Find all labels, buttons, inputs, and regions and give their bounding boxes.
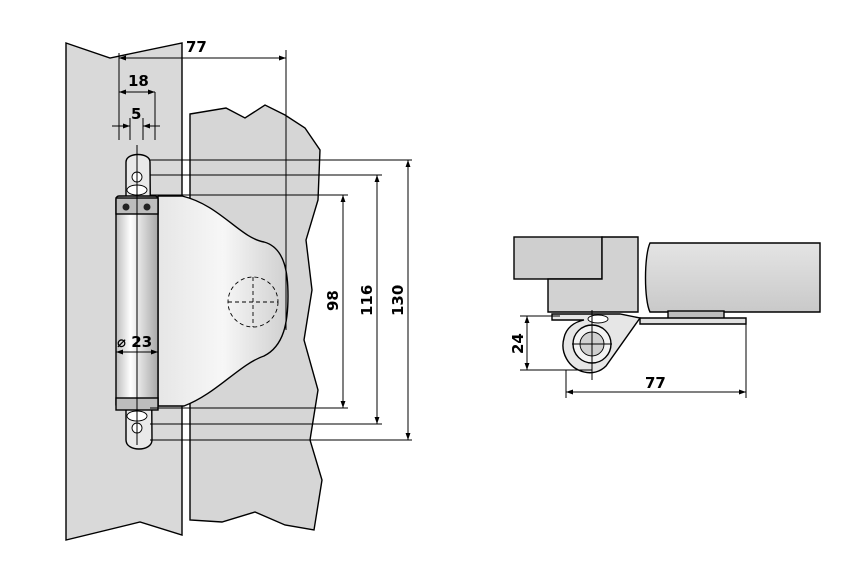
dim-diameter-23-label: ⌀ 23 — [117, 333, 152, 351]
hinge-door-leaf — [157, 195, 289, 407]
side-view: 24 77 — [509, 236, 821, 398]
frame-block — [513, 236, 603, 280]
dim-5-label: 5 — [131, 105, 141, 123]
dim-130-label: 130 — [389, 285, 407, 316]
door-panel — [644, 242, 821, 313]
dim-98-label: 98 — [324, 290, 342, 311]
front-view: 77 18 5 ⌀ 23 98 116 130 — [65, 38, 412, 541]
dim-77-side-label: 77 — [645, 374, 666, 392]
hinge-pin-top — [587, 314, 609, 324]
dim-24-label: 24 — [509, 333, 527, 354]
door-hinge-strip — [639, 317, 747, 325]
cap-screw-right-icon — [143, 203, 151, 211]
frame-body — [547, 236, 639, 313]
dim-18-label: 18 — [128, 72, 149, 90]
dim-77-label: 77 — [186, 38, 207, 56]
dim-116-label: 116 — [358, 285, 376, 316]
cap-screw-left-icon — [122, 203, 130, 211]
